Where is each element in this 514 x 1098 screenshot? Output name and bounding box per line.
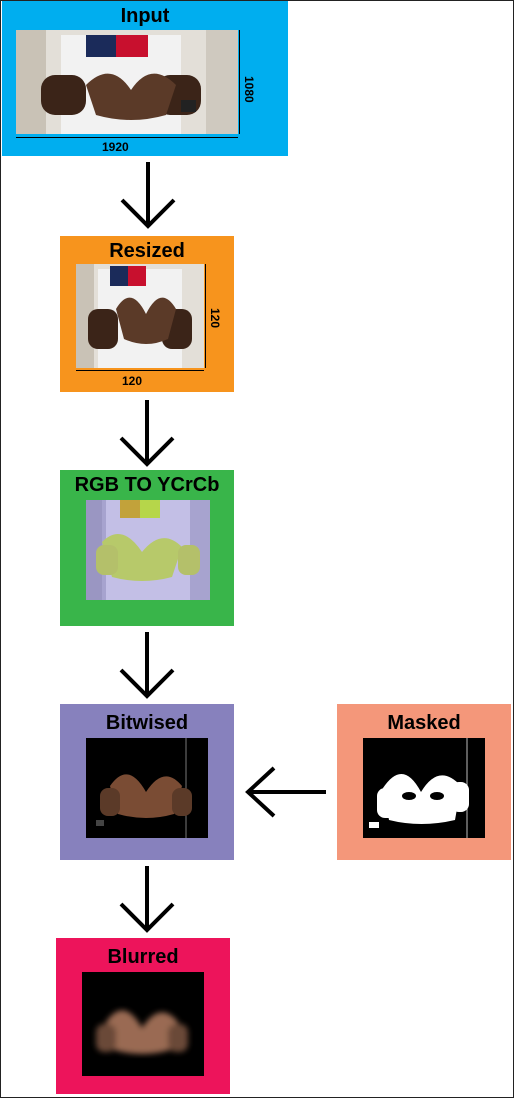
resized-image (76, 264, 204, 368)
arrow-ycrcb-to-bitwised (119, 632, 175, 699)
bitwised-stage-title: Bitwised (105, 712, 189, 734)
masked-stage-title: Masked (387, 712, 461, 734)
arrow-bitwised-to-blurred (119, 866, 175, 933)
arrow-input-to-resized (120, 162, 176, 229)
resized-height-label: 120 (208, 308, 222, 329)
arrow-masked-to-bitwised (245, 766, 326, 818)
blurred-stage-title: Blurred (107, 946, 179, 968)
ycrcb-stage-title: RGB TO YCrCb (74, 474, 220, 496)
masked-image (363, 738, 485, 838)
masked-stage-box: Masked (337, 704, 511, 860)
ycrcb-stage-box: RGB TO YCrCb (60, 470, 234, 626)
input-width-label: 1920 (102, 140, 129, 154)
ycrcb-image (86, 500, 210, 600)
bitwised-stage-box: Bitwised (60, 704, 234, 860)
bitwised-image (86, 738, 208, 838)
blurred-stage-box: Blurred (56, 938, 230, 1094)
resized-stage-title: Resized (109, 240, 185, 262)
input-height-label: 1080 (242, 76, 256, 103)
blurred-image (82, 972, 204, 1076)
resized-stage-box: Resized 120 120 (60, 236, 234, 392)
input-stage-title: Input (120, 5, 170, 27)
arrow-resized-to-ycrcb (119, 400, 175, 467)
input-image (16, 30, 238, 134)
input-stage-box: Input 1080 1920 (2, 1, 288, 156)
resized-width-label: 120 (122, 374, 143, 388)
